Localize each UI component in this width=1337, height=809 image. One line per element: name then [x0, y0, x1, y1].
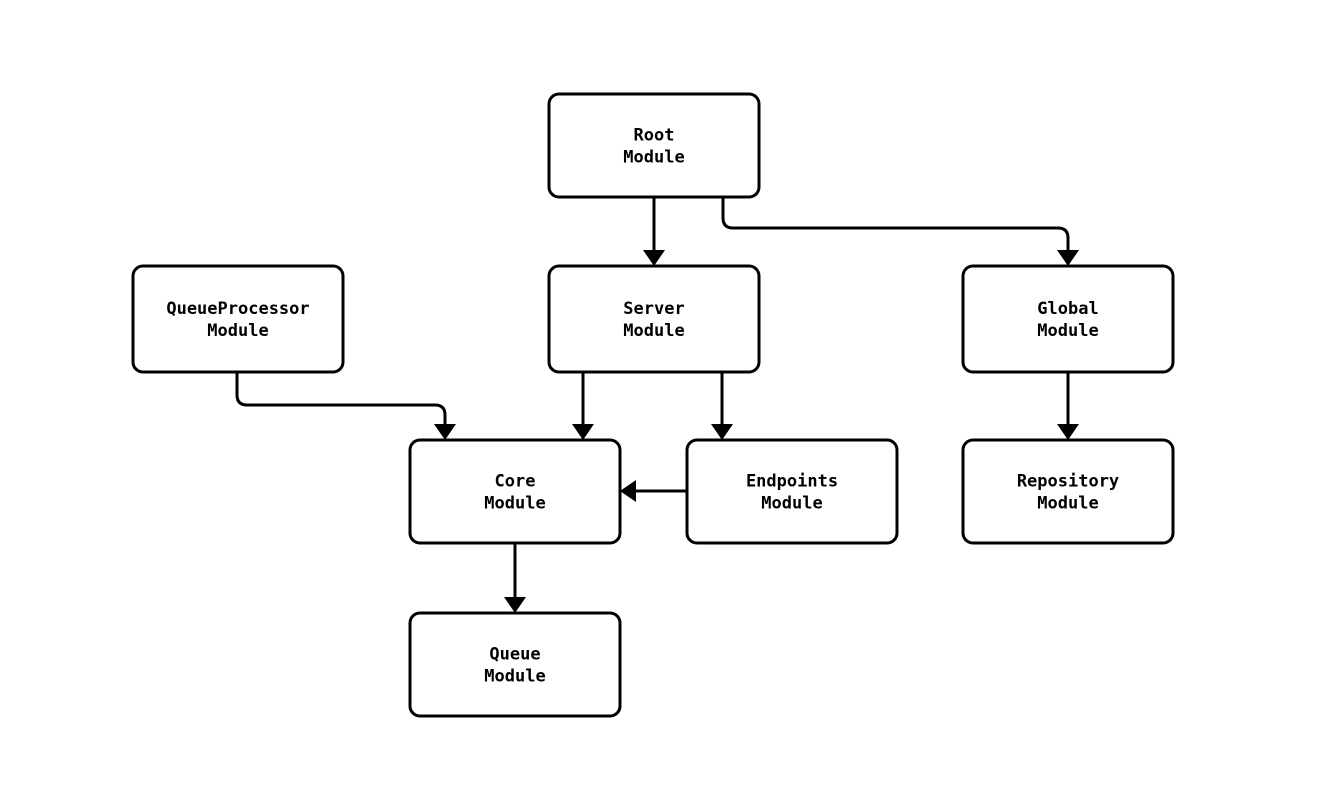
repository-module-label-line1: Repository: [1017, 472, 1119, 492]
edge-root-to-server-arrowhead-icon: [643, 250, 665, 266]
queueprocessor-module-label-line2: Module: [207, 321, 268, 341]
server-module-label-line1: Server: [623, 299, 684, 319]
endpoints-module-label-line1: Endpoints: [746, 472, 838, 492]
core-module-box[interactable]: [408, 438, 622, 545]
server-module-box[interactable]: [547, 264, 761, 374]
queueprocessor-module-label-line1: QueueProcessor: [166, 299, 309, 319]
core-module-label-line2: Module: [484, 494, 545, 514]
queue-module-box[interactable]: [408, 611, 622, 718]
edge-endpoints-to-core-arrowhead-icon: [620, 480, 636, 502]
repository-module-label-line2: Module: [1037, 494, 1098, 514]
edge-endpoints-to-core: [620, 480, 687, 502]
global-module-label-line2: Module: [1037, 321, 1098, 341]
edge-queueprocessor-to-core-line: [235, 372, 447, 424]
edge-root-to-global: [721, 197, 1079, 266]
edge-server-to-endpoints-arrowhead-icon: [711, 424, 733, 440]
root-module-box[interactable]: [547, 92, 761, 199]
global-module-label-line1: Global: [1037, 299, 1098, 319]
repository-module-box[interactable]: [961, 438, 1175, 545]
global-module-box[interactable]: [961, 264, 1175, 374]
endpoints-module-label-line2: Module: [761, 494, 822, 514]
edge-server-to-core: [572, 372, 594, 440]
edge-global-to-repository: [1057, 372, 1079, 440]
edge-core-to-queue: [504, 543, 526, 613]
endpoints-module-box[interactable]: [685, 438, 899, 545]
core-module-label-line1: Core: [495, 472, 536, 492]
edge-layer: [235, 197, 1079, 613]
edge-server-to-core-arrowhead-icon: [572, 424, 594, 440]
edge-queueprocessor-to-core-arrowhead-icon: [434, 424, 456, 440]
edge-queueprocessor-to-core: [235, 372, 456, 440]
edge-global-to-repository-arrowhead-icon: [1057, 424, 1079, 440]
queueprocessor-module-box[interactable]: [131, 264, 345, 374]
edge-root-to-server: [643, 197, 665, 266]
queue-module-label-line2: Module: [484, 667, 545, 687]
root-module-label-line1: Root: [634, 126, 675, 146]
edge-core-to-queue-arrowhead-icon: [504, 597, 526, 613]
server-module-label-line2: Module: [623, 321, 684, 341]
edge-root-to-global-line: [721, 197, 1070, 250]
root-module-label-line2: Module: [623, 148, 684, 168]
edge-root-to-global-arrowhead-icon: [1057, 250, 1079, 266]
edge-server-to-endpoints: [711, 372, 733, 440]
queue-module-label-line1: Queue: [489, 645, 540, 665]
